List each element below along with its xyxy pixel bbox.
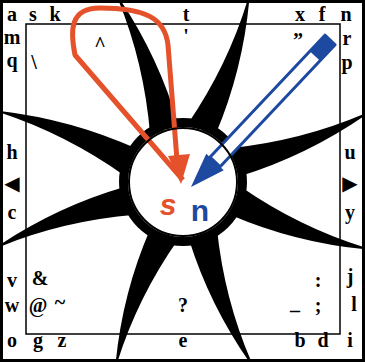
stroke-letter: n bbox=[191, 196, 209, 226]
key-letter: y bbox=[345, 202, 355, 222]
key-letter: m bbox=[4, 27, 21, 47]
key-letter: n bbox=[340, 4, 351, 24]
key-letter: ' bbox=[183, 26, 189, 46]
key-letter: z bbox=[58, 330, 67, 350]
key-letter: ? bbox=[178, 295, 188, 315]
key-letter: i bbox=[347, 330, 353, 350]
red-arrowhead bbox=[168, 154, 190, 184]
key-letter: j bbox=[347, 266, 354, 286]
key-letter: q bbox=[6, 50, 17, 70]
red-stroke-path bbox=[73, 8, 183, 180]
blue-pen bbox=[191, 35, 335, 187]
key-letter: _ bbox=[290, 292, 300, 312]
key-letter: c bbox=[8, 202, 17, 222]
star-arm bbox=[0, 110, 136, 176]
stroke-letter: s bbox=[160, 190, 177, 220]
star-arm bbox=[115, 230, 178, 362]
star-arm bbox=[188, 0, 250, 134]
blue-arrowhead bbox=[191, 154, 224, 187]
key-letter: u bbox=[344, 142, 355, 162]
key-letter: o bbox=[7, 330, 17, 350]
key-letter: ▶ bbox=[342, 173, 357, 193]
pen-body bbox=[210, 35, 335, 167]
star-arm bbox=[0, 187, 135, 250]
center-zone bbox=[128, 127, 238, 237]
key-letter: \ bbox=[31, 52, 37, 72]
key-letter: b bbox=[294, 330, 305, 350]
center-zone-node: sn bbox=[128, 127, 238, 237]
key-letter: t bbox=[183, 4, 190, 24]
key-letter: @ bbox=[29, 295, 48, 315]
key-letter: ~ bbox=[55, 292, 65, 312]
key-letter: d bbox=[317, 330, 328, 350]
key-letter: e bbox=[179, 330, 188, 350]
circle-outline-svg bbox=[128, 127, 238, 237]
key-letter: x bbox=[295, 4, 305, 24]
key-letter: k bbox=[49, 4, 60, 24]
star-arm bbox=[231, 187, 365, 250]
key-letter: ^ bbox=[94, 34, 106, 54]
key-letter: : bbox=[315, 270, 322, 290]
center-circle bbox=[129, 128, 237, 236]
key-letter: ◀ bbox=[4, 173, 19, 193]
key-letter: & bbox=[32, 268, 49, 288]
key-letter: p bbox=[341, 52, 352, 72]
pen-cap bbox=[310, 35, 335, 61]
key-letter: ” bbox=[293, 30, 303, 50]
star-arm bbox=[189, 229, 255, 362]
key-letter: ; bbox=[315, 295, 322, 315]
key-letter: v bbox=[7, 270, 17, 290]
key-letter: h bbox=[6, 142, 17, 162]
key-letter: s bbox=[29, 4, 37, 24]
key-letter: r bbox=[343, 28, 352, 48]
key-letter: a bbox=[7, 4, 17, 24]
key-letter: g bbox=[33, 330, 43, 350]
key-letter: w bbox=[5, 295, 19, 315]
key-letter: l bbox=[351, 294, 357, 314]
key-letter: f bbox=[319, 4, 326, 24]
